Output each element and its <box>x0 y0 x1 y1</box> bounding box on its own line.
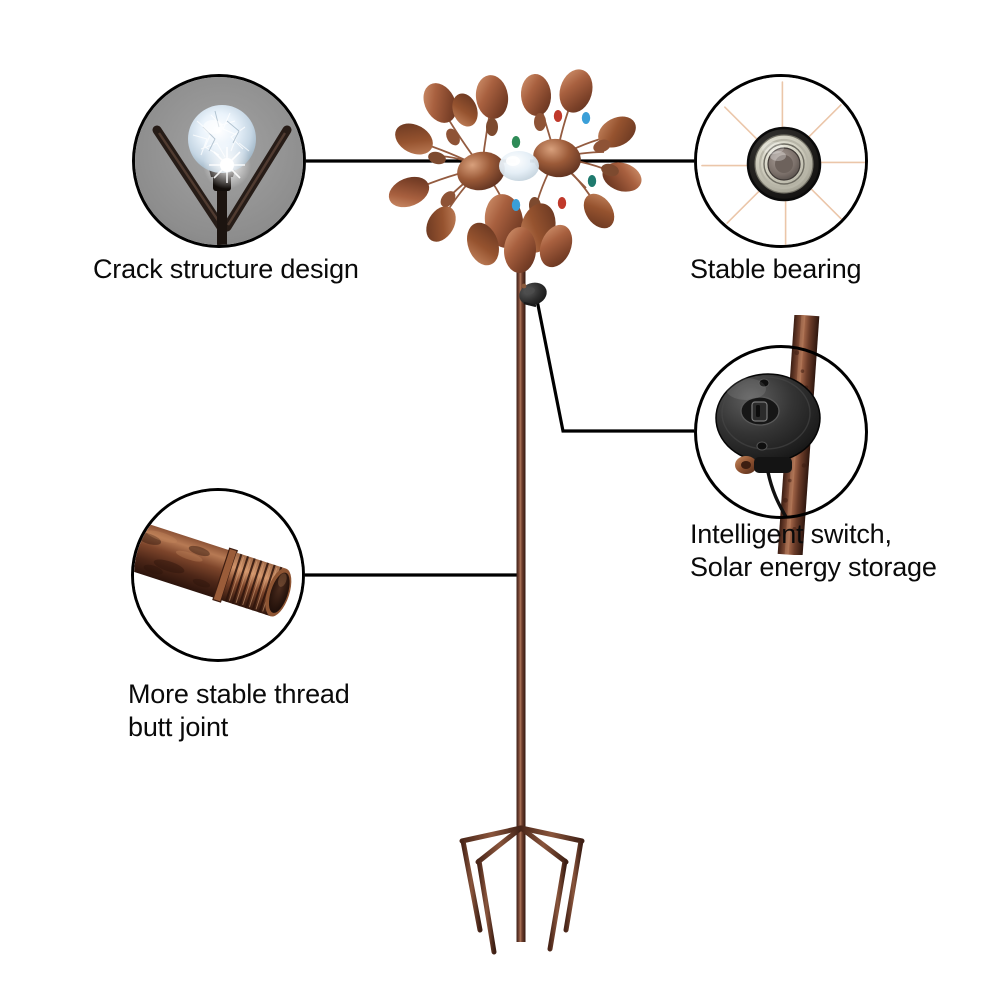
label-thread-butt-joint-line1: More stable thread <box>128 679 350 709</box>
pinwheel-head <box>388 69 642 273</box>
intelligent-switch-scene <box>715 373 821 518</box>
switch-wire <box>766 471 788 518</box>
pinwheel-hub-left <box>457 151 505 191</box>
label-stable-bearing: Stable bearing <box>690 254 862 284</box>
detail-circle-thread-butt-joint[interactable] <box>131 488 305 662</box>
detail-circle-intelligent-switch[interactable] <box>694 315 868 555</box>
label-intelligent-switch-line2: Solar energy storage <box>690 552 937 582</box>
label-thread-butt-joint-line2: butt joint <box>128 712 229 742</box>
crack-structure-scene <box>135 77 303 245</box>
pinwheel-petals-left <box>388 75 509 242</box>
switch-clamp <box>735 456 792 474</box>
leader-line-intelligent-switch <box>535 299 694 433</box>
stable-bearing-scene <box>697 77 865 245</box>
detail-circle-stable-bearing[interactable] <box>694 74 868 248</box>
center-glass-ball <box>499 151 539 181</box>
switch-circle-clip <box>694 345 868 519</box>
thread-joint-scene <box>134 491 302 659</box>
label-crack-structure: Crack structure design <box>93 254 359 284</box>
pole-switch-box <box>519 282 547 308</box>
ground-stake <box>459 825 585 955</box>
product-pole <box>516 252 526 942</box>
pinwheel-hub-right <box>533 138 581 178</box>
switch-housing <box>715 373 821 463</box>
gem-accents <box>511 110 597 211</box>
pinwheel-lower-cluster <box>467 194 573 273</box>
label-intelligent-switch-line1: Intelligent switch, <box>690 519 892 549</box>
detail-circle-crack-structure[interactable] <box>132 74 306 248</box>
